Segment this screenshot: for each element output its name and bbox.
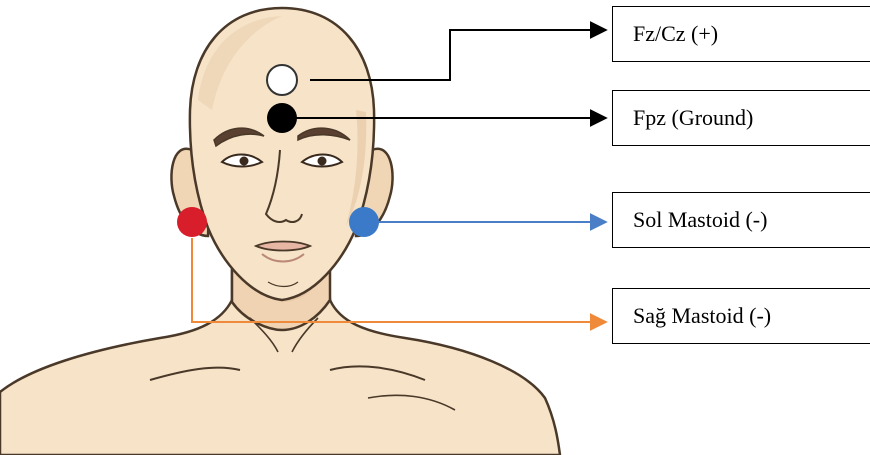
- fpz-electrode: [267, 103, 297, 133]
- right-mastoid-label-box: Sağ Mastoid (-): [612, 288, 870, 344]
- fz-cz-label-box: Fz/Cz (+): [612, 6, 870, 62]
- left-mastoid-label-box: Sol Mastoid (-): [612, 192, 870, 248]
- mouth: [256, 242, 310, 251]
- fz-cz-electrode: [267, 65, 297, 95]
- right-mastoid-label: Sağ Mastoid (-): [633, 303, 771, 329]
- left-mastoid-label: Sol Mastoid (-): [633, 207, 767, 233]
- fz-cz-label: Fz/Cz (+): [633, 21, 718, 47]
- fpz-label: Fpz (Ground): [633, 105, 753, 131]
- right-pupil: [318, 157, 327, 166]
- left-pupil: [240, 157, 249, 166]
- left-mastoid-electrode: [349, 207, 379, 237]
- fpz-label-box: Fpz (Ground): [612, 90, 870, 146]
- right-mastoid-electrode: [177, 207, 207, 237]
